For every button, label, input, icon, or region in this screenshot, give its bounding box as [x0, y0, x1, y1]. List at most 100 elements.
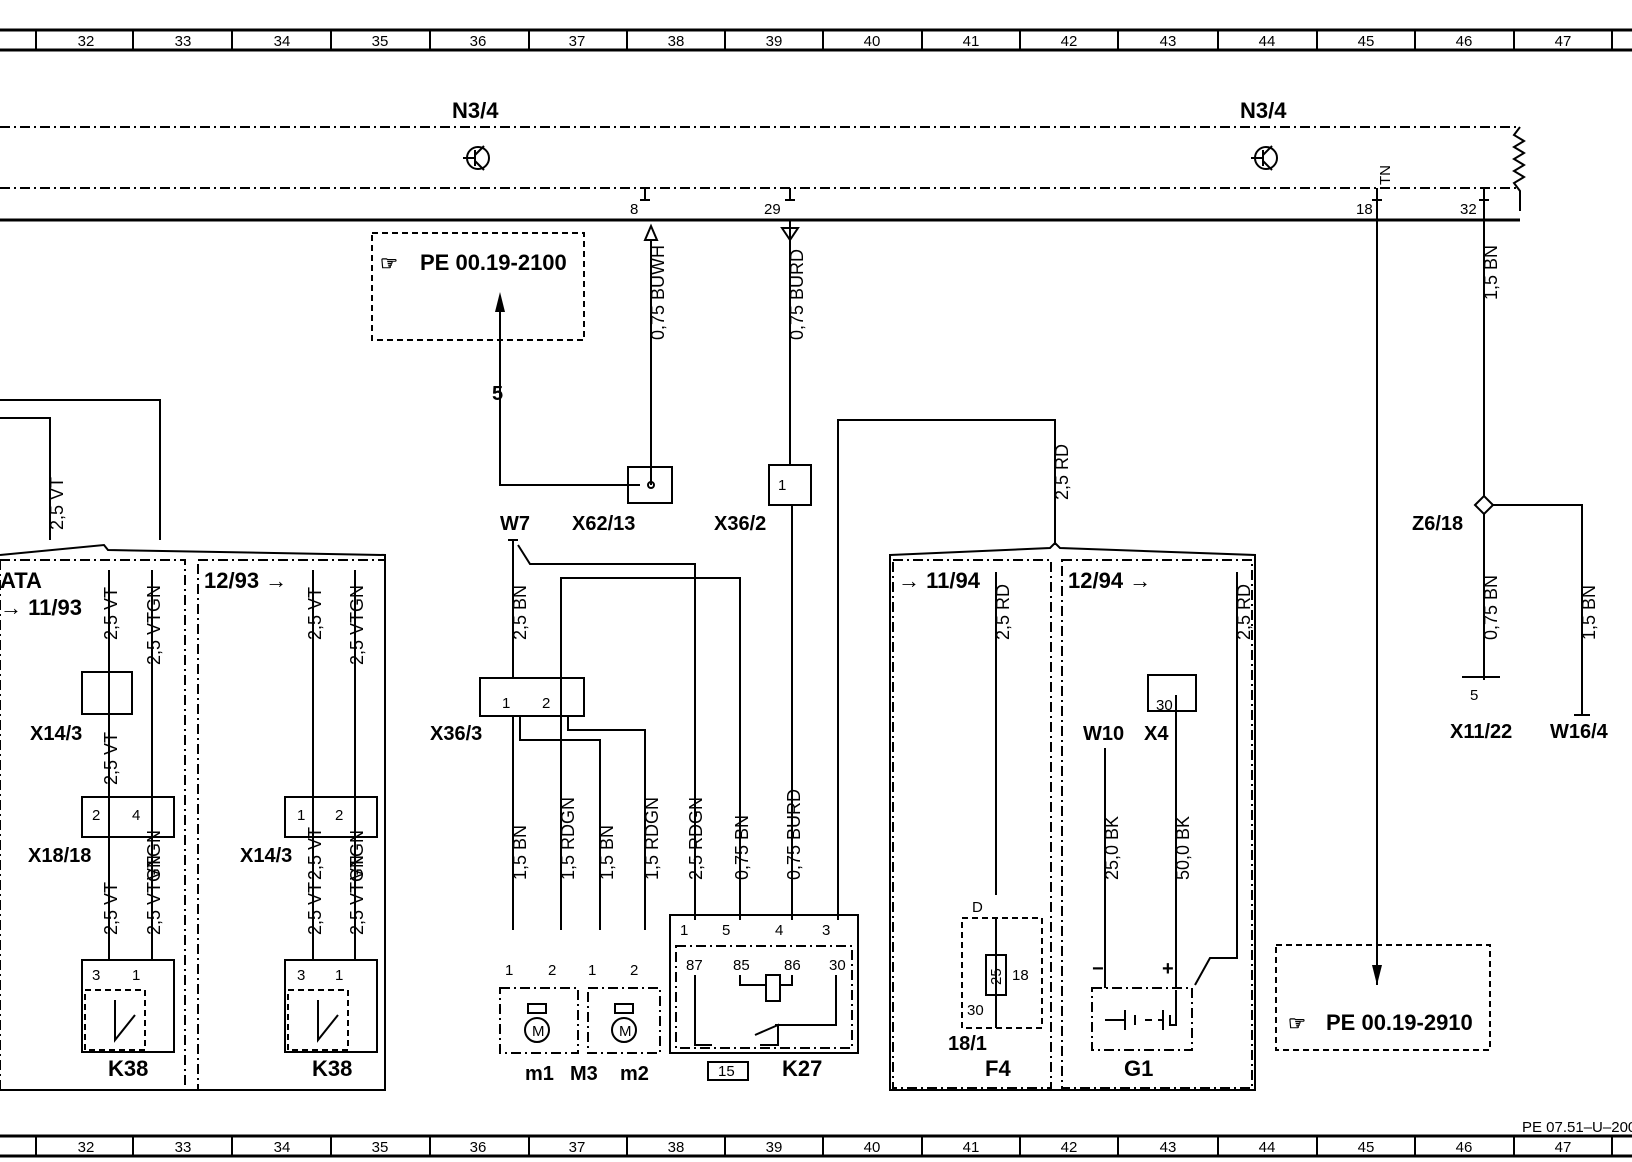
x14-3a-label: X14/3: [30, 723, 82, 745]
ruler-cell: 33: [175, 33, 192, 50]
ruler-cell: 44: [1259, 33, 1276, 50]
pin-label: 86: [784, 957, 801, 974]
pin-label: 1: [297, 807, 305, 824]
wire-label: 0,75 BURD: [787, 249, 807, 340]
wire-label: 2,5 VT: [101, 732, 121, 785]
ruler-cell: 43: [1160, 33, 1177, 50]
date-label: → 11/94: [898, 568, 981, 593]
wire-label: 0,75 BN: [732, 815, 752, 880]
transistor-icon: [463, 145, 490, 171]
w10-label: W10: [1083, 723, 1124, 745]
connector-x62-13: X62/13 0,75 BUWH: [572, 223, 673, 535]
footer-code: PE 07.51–U–2002: [1522, 1119, 1632, 1136]
top-ruler: 32 33 34 35 36 37 38 39 40 41 42 43 44 4…: [0, 28, 1632, 52]
pin-label: 4: [775, 922, 783, 939]
reference-box-top[interactable]: ☞ PE 00.19-2100: [371, 232, 585, 341]
k27-label: K27: [782, 1056, 822, 1081]
wire-label: 2,5 VT: [101, 587, 121, 640]
k38a-label: K38: [108, 1056, 148, 1081]
n34-right-label: N3/4: [1240, 98, 1287, 123]
m2-label: m2: [620, 1063, 649, 1085]
pin-label: 30: [829, 957, 846, 974]
pin-label: 3: [92, 967, 100, 984]
x62-13-label: X62/13: [572, 513, 635, 535]
pin-label: 3: [297, 967, 305, 984]
x14-3b-label: X14/3: [240, 845, 292, 867]
svg-text:M: M: [532, 1023, 545, 1040]
ruler-cell: 34: [274, 1139, 291, 1156]
pin-label: 1: [778, 477, 786, 494]
wire-label: 0,75 BURD: [784, 789, 804, 880]
svg-text:M: M: [619, 1023, 632, 1040]
pin-label: 2: [542, 695, 550, 712]
pin-label: −: [1092, 958, 1104, 980]
ruler-cell: 35: [372, 1139, 389, 1156]
pin-label: 29: [764, 201, 781, 218]
wire-label: 2,5 VT: [101, 882, 121, 935]
wire-label: 50,0 BK: [1173, 816, 1193, 880]
wire-label: 2,5 VT: [47, 477, 67, 530]
relay-value: 15: [718, 1063, 735, 1080]
z6-18-label: Z6/18: [1412, 513, 1463, 535]
pin-label: D: [972, 899, 983, 916]
wire-label: 1,5 RDGN: [558, 797, 578, 880]
wire-tn: TN: [1372, 165, 1394, 985]
w16-4-label: W16/4: [1550, 721, 1609, 743]
reference-box-bottom[interactable]: ☞ PE 00.19-2910: [1275, 944, 1491, 1051]
wire-label: 25,0 BK: [1102, 816, 1122, 880]
wire-label: 1,5 RDGN: [642, 797, 662, 880]
battery-g1-group: W10 X4 30 2,5 RD 25,0 BK 50,0 BK − + G1: [1083, 572, 1254, 1081]
wire-label: 1,5 BN: [1579, 585, 1599, 640]
wire-label: 2,5 RD: [1234, 584, 1254, 640]
ruler-cell: 38: [668, 1139, 685, 1156]
pin-label: 5: [722, 922, 730, 939]
ruler-cell: 46: [1456, 1139, 1473, 1156]
pin-label: +: [1162, 958, 1174, 980]
x36-2-label: X36/2: [714, 513, 766, 535]
wire-5: 5: [492, 292, 640, 486]
x18-18-label: X18/18: [28, 845, 91, 867]
ruler-cell: 38: [668, 33, 685, 50]
pin-label: 18: [1356, 201, 1373, 218]
pin-label: 2: [335, 807, 343, 824]
ruler-cell: 40: [864, 33, 881, 50]
relay-k27: 2,5 RDGN 0,75 BN 0,75 BURD 2,5 RD 1 5 4 …: [669, 419, 1072, 1081]
ruler-cell: 32: [78, 1139, 95, 1156]
pin-label: 3: [822, 922, 830, 939]
ruler-cell: 41: [963, 1139, 980, 1156]
pin-label: 32: [1460, 201, 1477, 218]
ruler-cell: 42: [1061, 33, 1078, 50]
transistor-icon: [1251, 145, 1278, 171]
pin-label: 1: [505, 962, 513, 979]
ruler-cell: 41: [963, 33, 980, 50]
wire-label: 2,5 RDGN: [686, 797, 706, 880]
wire-label: 0,75 BN: [1481, 575, 1501, 640]
pin-label: 2: [92, 807, 100, 824]
motor-icon: M: [524, 1003, 550, 1043]
wire-label: 2,5 BN: [510, 585, 530, 640]
ref-bottom-label: PE 00.19-2910: [1326, 1010, 1473, 1035]
ruler-cell: 43: [1160, 1139, 1177, 1156]
ruler-cell: 39: [766, 1139, 783, 1156]
wire-label: TN: [1377, 165, 1394, 185]
ruler-cell: 47: [1555, 1139, 1572, 1156]
ruler-cell: 42: [1061, 1139, 1078, 1156]
bottom-ruler: 32 33 34 35 36 37 38 39 40 41 42 43 44 4…: [0, 1119, 1632, 1158]
n34-left-label: N3/4: [452, 98, 499, 123]
ruler-cell: 40: [864, 1139, 881, 1156]
f4-label: F4: [985, 1056, 1011, 1081]
wire-label: 2,5 VT: [305, 882, 325, 935]
g1-label: G1: [1124, 1056, 1153, 1081]
date-label: 12/94 →: [1068, 568, 1151, 593]
wire-number: 5: [492, 383, 503, 405]
pin-label: 1: [680, 922, 688, 939]
pin-label: 30: [1156, 697, 1173, 714]
wire-label: 1,5 BN: [510, 825, 530, 880]
pin-label: 2: [630, 962, 638, 979]
ruler-cell: 37: [569, 33, 586, 50]
pin-label: 4: [132, 807, 140, 824]
left-wiring: 2,5 VT ATA → 11/93 12/93 → 2,5 VT 2,5 VT…: [0, 399, 386, 1091]
k38b-label: K38: [312, 1056, 352, 1081]
ruler-cell: 35: [372, 33, 389, 50]
